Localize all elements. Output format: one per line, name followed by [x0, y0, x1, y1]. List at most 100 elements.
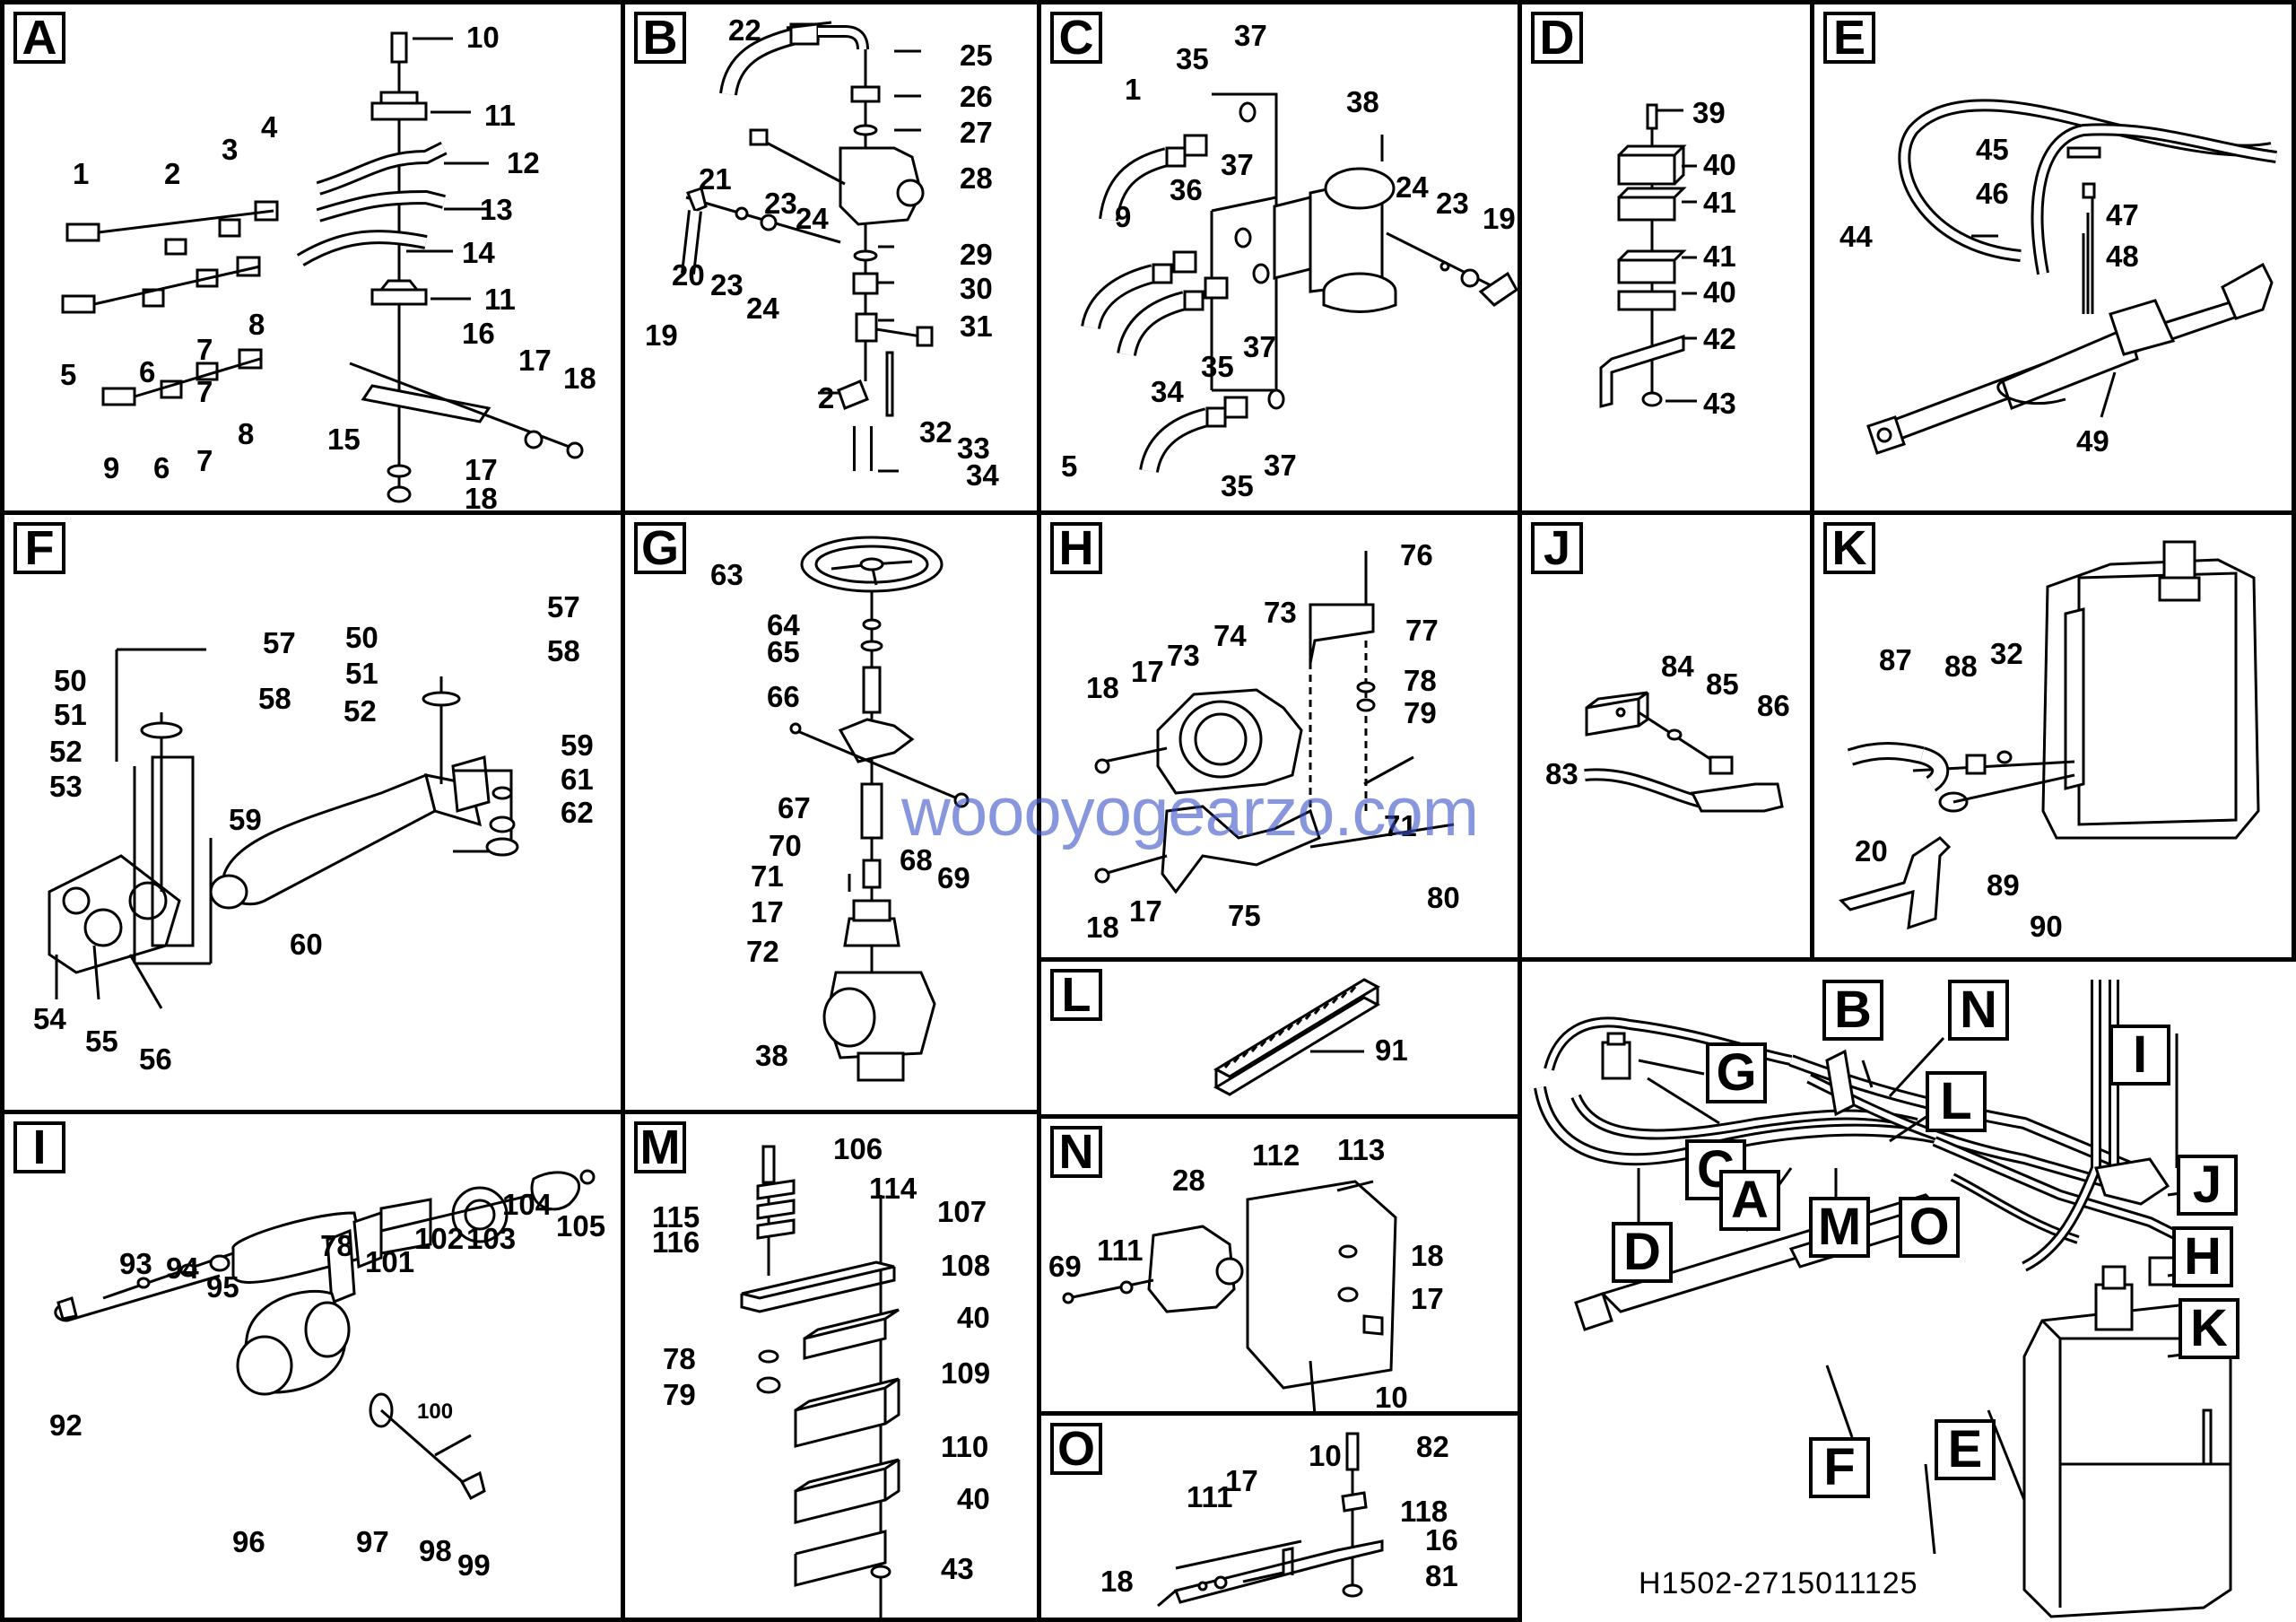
panel-b: B: [621, 0, 1041, 515]
callout-e-44: 44: [1839, 220, 1873, 253]
callout-c-5: 5: [1061, 449, 1078, 483]
overview-callout-o: O: [1899, 1197, 1960, 1258]
panel-g-letter: G: [634, 522, 686, 574]
callout-m-106: 106: [833, 1132, 883, 1165]
callout-c-23: 23: [1436, 187, 1469, 220]
panel-n-drawing: [1062, 1180, 1397, 1411]
callout-f-59: 59: [561, 728, 594, 762]
callout-j-85: 85: [1706, 667, 1739, 701]
panel-o: O 82 10 17 118 111 16 18 81: [1037, 1411, 1522, 1622]
document-id: H1502-2715011125: [1639, 1566, 1918, 1600]
callout-b-2: 2: [818, 381, 835, 414]
callout-b-25: 25: [960, 39, 993, 72]
callout-f-58b: 58: [547, 634, 580, 667]
panel-d-drawing: [1599, 103, 1697, 408]
callout-m-116: 116: [652, 1225, 700, 1259]
callout-b-24b: 24: [746, 292, 779, 325]
panel-e: E 45 46 47 48 44 49: [1810, 0, 2296, 515]
overview-callout-d: D: [1612, 1222, 1673, 1283]
panel-e-letter: E: [1823, 12, 1875, 64]
callout-k-32: 32: [1990, 637, 2023, 670]
panel-k: K 87 88 32 20 89 90: [1810, 510, 2296, 962]
callout-g-38: 38: [755, 1039, 788, 1072]
callout-g-66: 66: [767, 680, 800, 713]
callout-c-9: 9: [1115, 200, 1132, 233]
callout-b-32: 32: [919, 415, 952, 449]
callout-n-111: 111: [1097, 1234, 1144, 1267]
panel-o-letter: O: [1050, 1423, 1102, 1475]
callout-o-81: 81: [1425, 1559, 1458, 1592]
panel-f-drawing: [48, 648, 519, 1009]
callout-g-65: 65: [767, 635, 800, 668]
panel-m-drawing: [740, 1145, 900, 1618]
callout-f-52b: 52: [344, 694, 377, 728]
callout-a-1: 1: [73, 157, 90, 190]
callout-f-62: 62: [561, 796, 594, 829]
overview-callout-j: J: [2177, 1155, 2238, 1216]
callout-h-79: 79: [1404, 696, 1437, 729]
callout-b-29: 29: [960, 238, 993, 271]
panel-g-drawing: [789, 536, 970, 1082]
callout-m-78: 78: [663, 1342, 696, 1375]
callout-c-37d: 37: [1264, 449, 1297, 482]
callout-i-96: 96: [232, 1525, 265, 1558]
callout-m-43: 43: [941, 1552, 974, 1585]
callout-n-18: 18: [1411, 1239, 1444, 1272]
panel-b-drawing: [681, 21, 934, 473]
callout-a-13: 13: [480, 193, 513, 226]
callout-g-72: 72: [746, 935, 779, 968]
callout-b-33: 33: [957, 432, 990, 465]
callout-h-73b: 73: [1167, 639, 1200, 672]
callout-n-10: 10: [1375, 1381, 1408, 1414]
callout-b-23: 23: [764, 187, 797, 220]
panel-c: C: [1037, 0, 1522, 515]
callout-c-38: 38: [1346, 85, 1379, 118]
callout-c-24: 24: [1396, 170, 1429, 204]
callout-k-87: 87: [1879, 643, 1912, 676]
callout-m-40b: 40: [957, 1482, 990, 1515]
panel-d: D 39 40 41 41 40 42 43: [1518, 0, 1814, 515]
callout-m-108: 108: [941, 1249, 991, 1282]
panel-f-letter: F: [13, 522, 65, 574]
overview-callout-l: L: [1926, 1071, 1987, 1132]
callout-g-64: 64: [767, 608, 800, 641]
callout-a-14: 14: [462, 236, 495, 269]
callout-m-107: 107: [937, 1195, 987, 1228]
panel-e-drawing: [1866, 99, 2277, 455]
callout-f-57: 57: [263, 626, 296, 659]
callout-e-48: 48: [2106, 240, 2139, 273]
callout-c-35: 35: [1176, 42, 1209, 75]
callout-g-68: 68: [900, 843, 933, 876]
panel-n: N 113 28 112 18 69 111 17 10: [1037, 1114, 1522, 1416]
callout-f-56: 56: [139, 1042, 172, 1076]
callout-i-100: 100: [417, 1400, 454, 1424]
overview-callout-k: K: [2179, 1298, 2239, 1359]
callout-i-101: 101: [365, 1245, 415, 1278]
overview-diagram: G B N I C L J H D A M O K F E H1502-2715…: [1522, 962, 2296, 1622]
callout-o-17: 17: [1225, 1464, 1258, 1497]
callout-g-69: 69: [937, 861, 970, 894]
callout-c-35c: 35: [1221, 469, 1254, 502]
panel-f: F 57: [0, 510, 625, 1114]
callout-c-1: 1: [1125, 73, 1142, 106]
callout-f-58: 58: [258, 682, 291, 715]
callout-h-17b: 17: [1129, 894, 1162, 928]
callout-a-8: 8: [248, 308, 265, 341]
callout-d-41: 41: [1703, 186, 1736, 219]
callout-g-67: 67: [778, 791, 811, 824]
panel-i-drawing: [54, 1169, 596, 1501]
panel-a-letter: A: [13, 12, 65, 64]
callout-i-94: 94: [166, 1251, 199, 1285]
panel-l: L 91: [1037, 957, 1522, 1119]
panel-a: A: [0, 0, 625, 515]
panel-k-letter: K: [1823, 522, 1875, 574]
callout-a-15: 15: [327, 423, 361, 456]
callout-a-5: 5: [60, 358, 77, 391]
callout-m-40: 40: [957, 1301, 990, 1334]
callout-a-7b: 7: [196, 375, 213, 408]
panel-i: I 104 105 78 101 102: [0, 1110, 625, 1622]
callout-i-78: 78: [320, 1229, 353, 1262]
callout-a-18b: 18: [465, 482, 498, 515]
callout-k-88: 88: [1944, 650, 1978, 683]
callout-h-18b: 18: [1086, 911, 1119, 944]
